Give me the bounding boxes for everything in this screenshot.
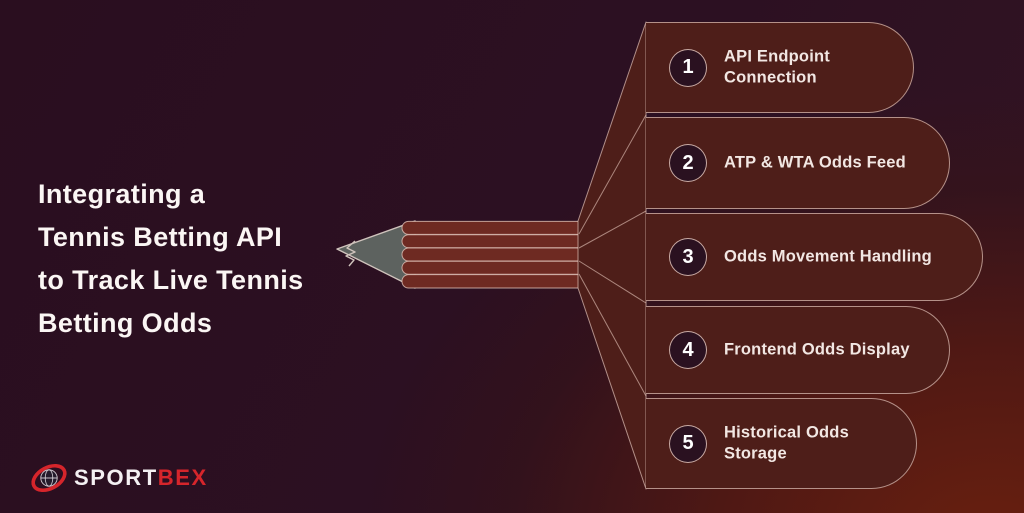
step-number-badge: 1 — [669, 48, 707, 87]
pencil-body-bars — [401, 220, 589, 289]
step-label: Odds Movement Handling — [724, 247, 932, 266]
step-label: Frontend Odds Display — [724, 340, 910, 359]
pencil-broken-tip-zigzag — [345, 240, 356, 267]
step-number-badge: 2 — [669, 144, 707, 182]
step-number-badge: 4 — [669, 331, 707, 369]
sportbex-globe-icon — [31, 463, 67, 493]
fan-divider-lines — [578, 114, 647, 397]
step-card-4: 4 Frontend Odds Display — [646, 306, 950, 394]
step-card-3: 3 Odds Movement Handling — [646, 213, 983, 301]
step-card-5: 5 Historical Odds Storage — [646, 398, 917, 489]
step-number-badge: 5 — [669, 424, 707, 463]
fan-connector — [577, 21, 647, 490]
step-label: API Endpoint Connection — [724, 47, 830, 87]
page-title: Integrating a Tennis Betting API to Trac… — [38, 173, 304, 345]
step-number-badge: 3 — [669, 238, 707, 276]
logo-text-bex: BEX — [157, 465, 208, 490]
title-line: Betting Odds — [38, 308, 213, 338]
step-label: Historical Odds Storage — [724, 423, 849, 463]
step-card-2: 2 ATP & WTA Odds Feed — [646, 117, 950, 209]
logo-text-sport: SPORT — [74, 465, 158, 490]
title-line: Integrating a — [38, 179, 206, 209]
title-line: to Track Live Tennis — [38, 265, 304, 295]
step-label: ATP & WTA Odds Feed — [724, 153, 906, 172]
sportbex-logo: SPORT BEX — [29, 458, 208, 498]
step-card-1: 1 API Endpoint Connection — [646, 22, 914, 113]
title-line: Tennis Betting API — [38, 222, 283, 252]
